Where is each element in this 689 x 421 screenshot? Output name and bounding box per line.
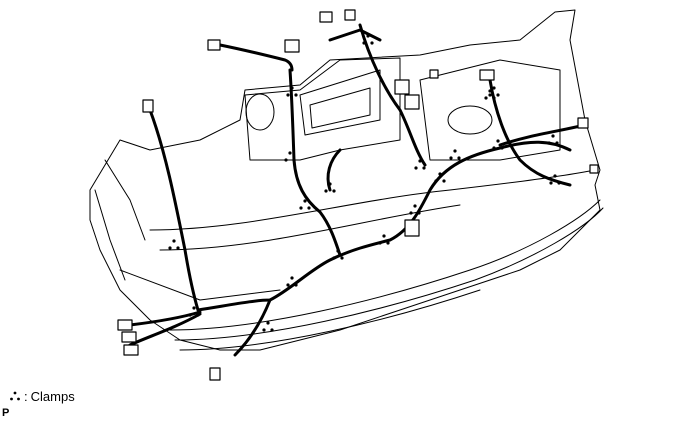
- clamp-marker: [449, 149, 461, 160]
- instrument-panel-outline: [89, 9, 601, 351]
- clamp-marker: [409, 204, 421, 215]
- connector-g: [121, 331, 137, 343]
- clamp-marker: [414, 159, 426, 170]
- clamp-marker: [324, 182, 336, 193]
- wire-harness: [128, 23, 587, 357]
- clamp-marker: [188, 306, 200, 317]
- clamp-marker: [286, 86, 298, 97]
- connector-d: [344, 9, 356, 21]
- connector-n: [589, 164, 599, 174]
- connector-l: [404, 94, 420, 110]
- connector-a: [142, 99, 154, 113]
- connector-f: [117, 319, 133, 331]
- connector-e: [284, 39, 300, 53]
- clamp-marker: [434, 172, 446, 183]
- panel-lower-edge: [169, 199, 601, 331]
- clamp-marker: [492, 139, 504, 150]
- connector-k: [394, 79, 410, 95]
- connector-m: [577, 117, 589, 129]
- clamp-marker: [484, 89, 496, 100]
- connector-h: [123, 344, 139, 356]
- connector-p: [479, 69, 495, 81]
- connector-b: [207, 39, 221, 51]
- legend-separator: :: [24, 388, 28, 404]
- legend-label: Clamps: [30, 388, 75, 404]
- clamp-marker: [332, 249, 344, 260]
- clamp-marker: [549, 174, 561, 185]
- connector-o: [429, 69, 439, 79]
- connector-c: [319, 11, 333, 23]
- clamp-marker: [299, 199, 311, 210]
- clamp-triangle-icon: [10, 391, 20, 401]
- clamp-marker: [378, 234, 390, 245]
- clamp-marker: [488, 86, 500, 97]
- figure-code: P: [2, 407, 10, 419]
- connector-j: [404, 219, 420, 237]
- clamp-marker: [362, 34, 374, 45]
- clamp-marker: [168, 239, 180, 250]
- legend: : Clamps: [8, 386, 75, 406]
- clamp-markers: [168, 34, 561, 332]
- center-cluster-outline: [244, 57, 401, 161]
- clamp-marker: [286, 276, 298, 287]
- clamp-marker: [547, 134, 559, 145]
- connector-i: [209, 367, 221, 381]
- clamp-marker: [262, 321, 274, 332]
- clamp-marker: [284, 151, 296, 162]
- meter-section-outline: [419, 59, 561, 161]
